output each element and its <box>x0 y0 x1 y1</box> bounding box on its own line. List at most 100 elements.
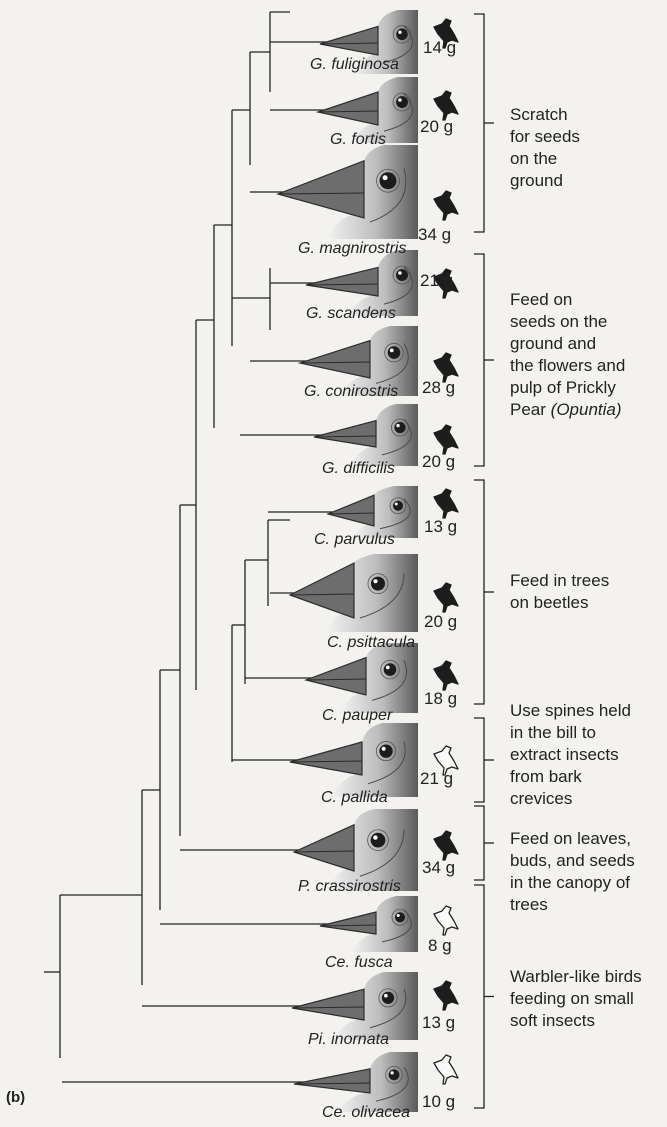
bracket-line <box>474 885 484 1108</box>
bracket-line <box>474 14 484 232</box>
diet-group-description: Use spines held in the bill to extract i… <box>510 700 631 810</box>
bird-silhouette-icon <box>434 191 458 220</box>
group-bracket-5 <box>474 806 494 880</box>
bracket-line <box>474 480 484 704</box>
bird-silhouette-icon <box>434 425 458 454</box>
species-name: G. scandens <box>306 305 396 323</box>
body-mass: 34 g <box>422 858 455 878</box>
finch-head-10 <box>290 723 418 797</box>
panel-label: (b) <box>6 1089 25 1106</box>
bird-silhouettes <box>434 19 458 1084</box>
bracket-line <box>474 806 484 880</box>
eye <box>394 422 405 433</box>
species-name: C. psittacula <box>327 634 415 652</box>
eye <box>382 992 394 1004</box>
bird-body <box>434 91 458 120</box>
bird-body <box>434 981 458 1010</box>
diet-group-description: Feed in trees on beetles <box>510 570 609 614</box>
eye-highlight <box>373 579 377 583</box>
diet-group-text: Warbler-like birds feeding on small soft… <box>510 967 642 1030</box>
species-name: G. magnirostris <box>298 240 406 258</box>
finch-head-14 <box>294 1052 418 1112</box>
eye-highlight <box>382 747 386 751</box>
beak <box>318 92 378 125</box>
bird-body <box>434 906 458 935</box>
body-mass: 13 g <box>424 517 457 537</box>
species-name: G. difficilis <box>322 460 395 478</box>
eye-highlight <box>386 666 390 670</box>
eye-highlight <box>397 914 400 917</box>
finch-head-8 <box>290 554 418 632</box>
eye <box>388 346 401 359</box>
bird-silhouette-icon <box>434 583 458 612</box>
group-bracket-3 <box>474 480 494 704</box>
species-name: C. parvulus <box>314 531 395 549</box>
bird-silhouette-icon <box>434 661 458 690</box>
beak <box>320 26 378 55</box>
beak <box>294 1069 370 1093</box>
group-bracket-1 <box>474 14 494 232</box>
beak <box>278 161 364 218</box>
bird-body <box>434 191 458 220</box>
diet-group-text: Feed on leaves, buds, and seeds in the c… <box>510 829 635 914</box>
diet-group-italic-text: (Opuntia) <box>551 400 622 419</box>
species-name: P. crassirostris <box>298 878 401 896</box>
diet-group-description: Scratch for seeds on the ground <box>510 104 580 192</box>
finch-head-9 <box>306 643 418 713</box>
body-mass: 20 g <box>424 612 457 632</box>
bird-silhouette-icon <box>434 1055 458 1084</box>
body-mass: 20 g <box>420 117 453 137</box>
body-mass: 21 g <box>420 769 453 789</box>
phylogenetic-tree <box>44 12 338 1082</box>
eye <box>395 912 405 922</box>
body-mass: 14 g <box>423 38 456 58</box>
species-name: Ce. olivacea <box>322 1104 410 1122</box>
body-mass: 20 g <box>422 452 455 472</box>
bird-silhouette-icon <box>434 906 458 935</box>
eye-highlight <box>390 1071 393 1074</box>
bird-body <box>434 1055 458 1084</box>
eye-highlight <box>383 175 388 180</box>
diet-group-description: Feed on seeds on the ground and the flow… <box>510 289 625 421</box>
eye <box>389 1069 400 1080</box>
bird-silhouette-icon <box>434 831 458 860</box>
eye <box>396 269 408 281</box>
finch-head-12 <box>320 896 418 952</box>
eye-highlight <box>398 271 402 275</box>
eye <box>393 501 403 511</box>
eye-highlight <box>373 835 377 839</box>
eye-highlight <box>398 31 401 34</box>
body-mass: 28 g <box>422 378 455 398</box>
eye <box>384 663 397 676</box>
beak <box>292 989 364 1020</box>
bird-silhouette-icon <box>434 91 458 120</box>
eye-highlight <box>396 424 399 427</box>
eye <box>396 29 408 41</box>
body-mass: 8 g <box>428 936 452 956</box>
bracket-line <box>474 254 484 466</box>
diet-group-text: Use spines held in the bill to extract i… <box>510 701 631 808</box>
beak <box>300 341 370 378</box>
bracket-line <box>474 718 484 802</box>
diet-group-text: Scratch for seeds on the ground <box>510 105 580 190</box>
species-name: C. pallida <box>321 789 388 807</box>
body-mass: 13 g <box>422 1013 455 1033</box>
body-mass: 10 g <box>422 1092 455 1112</box>
beak <box>306 658 366 695</box>
eye <box>396 96 408 108</box>
species-name: G. fortis <box>330 131 386 149</box>
group-bracket-6 <box>474 885 494 1108</box>
eye <box>380 172 397 189</box>
bird-body <box>434 425 458 454</box>
eye-highlight <box>398 98 402 102</box>
finch-head-6 <box>314 404 418 466</box>
eye-highlight <box>390 349 394 353</box>
beak <box>290 742 362 775</box>
diet-group-text: Feed in trees on beetles <box>510 571 609 612</box>
beak <box>306 267 378 296</box>
diet-group-description: Warbler-like birds feeding on small soft… <box>510 966 642 1032</box>
species-name: G. conirostris <box>304 383 398 401</box>
eye <box>371 833 386 848</box>
beak <box>314 421 376 447</box>
body-mass: 21 g <box>420 271 453 291</box>
